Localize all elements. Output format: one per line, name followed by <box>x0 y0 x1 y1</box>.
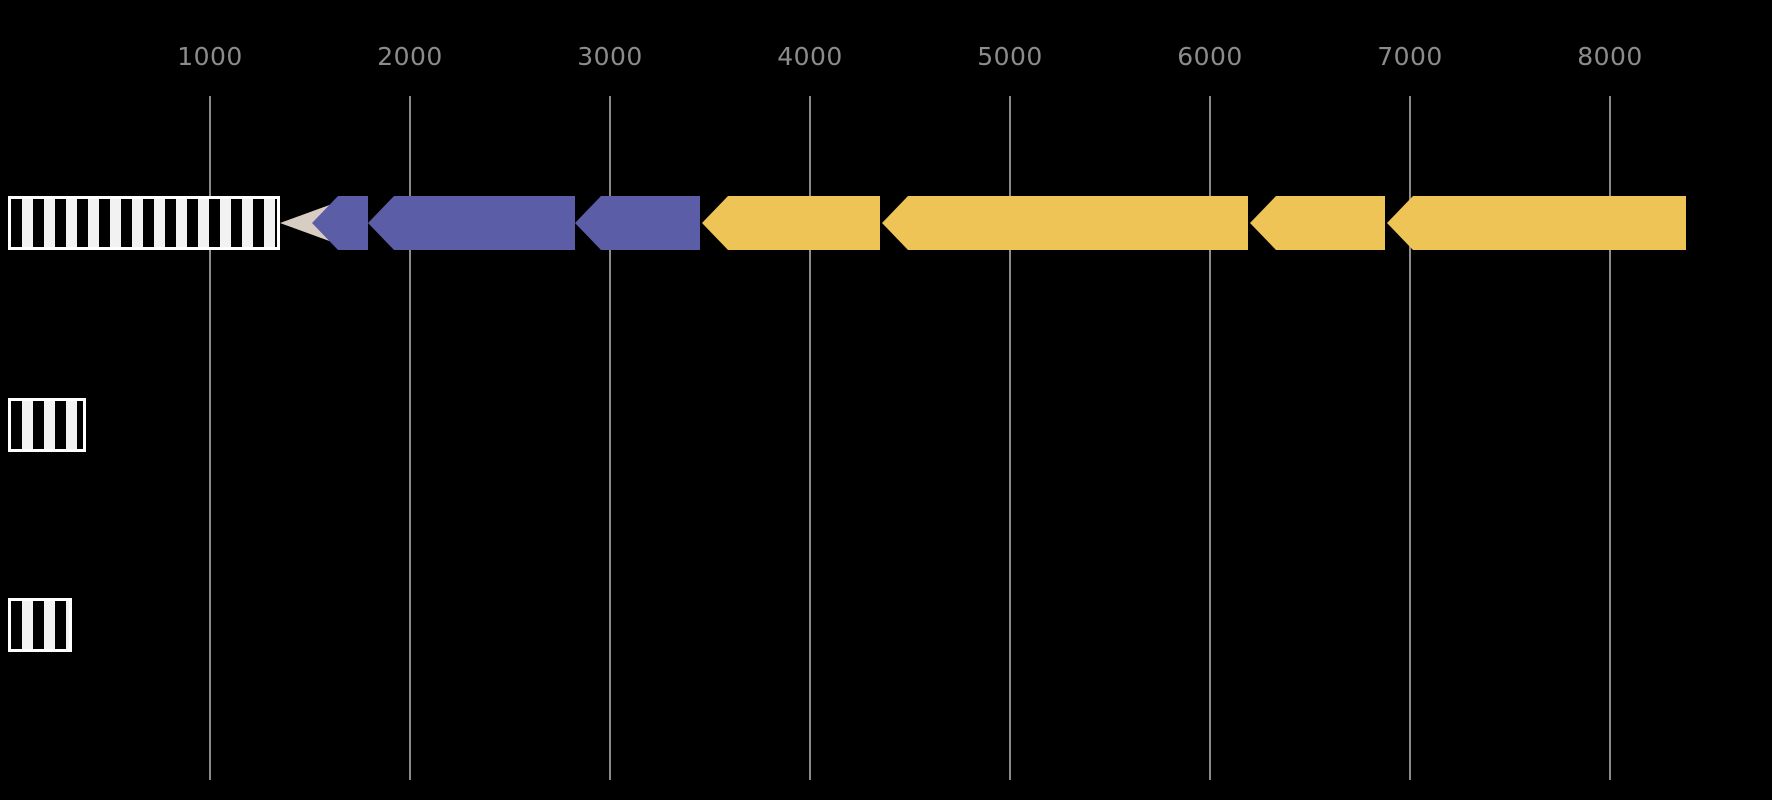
feature-yellow-1[interactable] <box>702 196 880 250</box>
axis-tick-label: 1000 <box>177 42 243 71</box>
feature-blue-2[interactable] <box>368 196 575 250</box>
axis-tick-label: 2000 <box>377 42 443 71</box>
axis-tick-label: 3000 <box>577 42 643 71</box>
gridline-3000 <box>609 96 611 780</box>
feature-hatched-2[interactable] <box>8 398 86 452</box>
gridline-7000 <box>1409 96 1411 780</box>
axis-tick-label: 5000 <box>977 42 1043 71</box>
feature-blue-1[interactable] <box>312 196 368 250</box>
gridline-8000 <box>1609 96 1611 780</box>
gridline-4000 <box>809 96 811 780</box>
track-1 <box>0 196 1772 250</box>
gridline-5000 <box>1009 96 1011 780</box>
axis-tick-label: 4000 <box>777 42 843 71</box>
axis-tick-label: 7000 <box>1377 42 1443 71</box>
track-2 <box>0 398 1772 452</box>
track-3 <box>0 598 1772 652</box>
axis-tick-label: 8000 <box>1577 42 1643 71</box>
gridline-6000 <box>1209 96 1211 780</box>
gridline-2000 <box>409 96 411 780</box>
gridline-1000 <box>209 96 211 780</box>
feature-hatched-3[interactable] <box>8 598 72 652</box>
feature-blue-3[interactable] <box>575 196 700 250</box>
feature-yellow-2[interactable] <box>882 196 1248 250</box>
feature-hatched-1[interactable] <box>8 196 280 250</box>
axis-tick-label: 6000 <box>1177 42 1243 71</box>
feature-yellow-4[interactable] <box>1387 196 1686 250</box>
feature-yellow-3[interactable] <box>1250 196 1385 250</box>
